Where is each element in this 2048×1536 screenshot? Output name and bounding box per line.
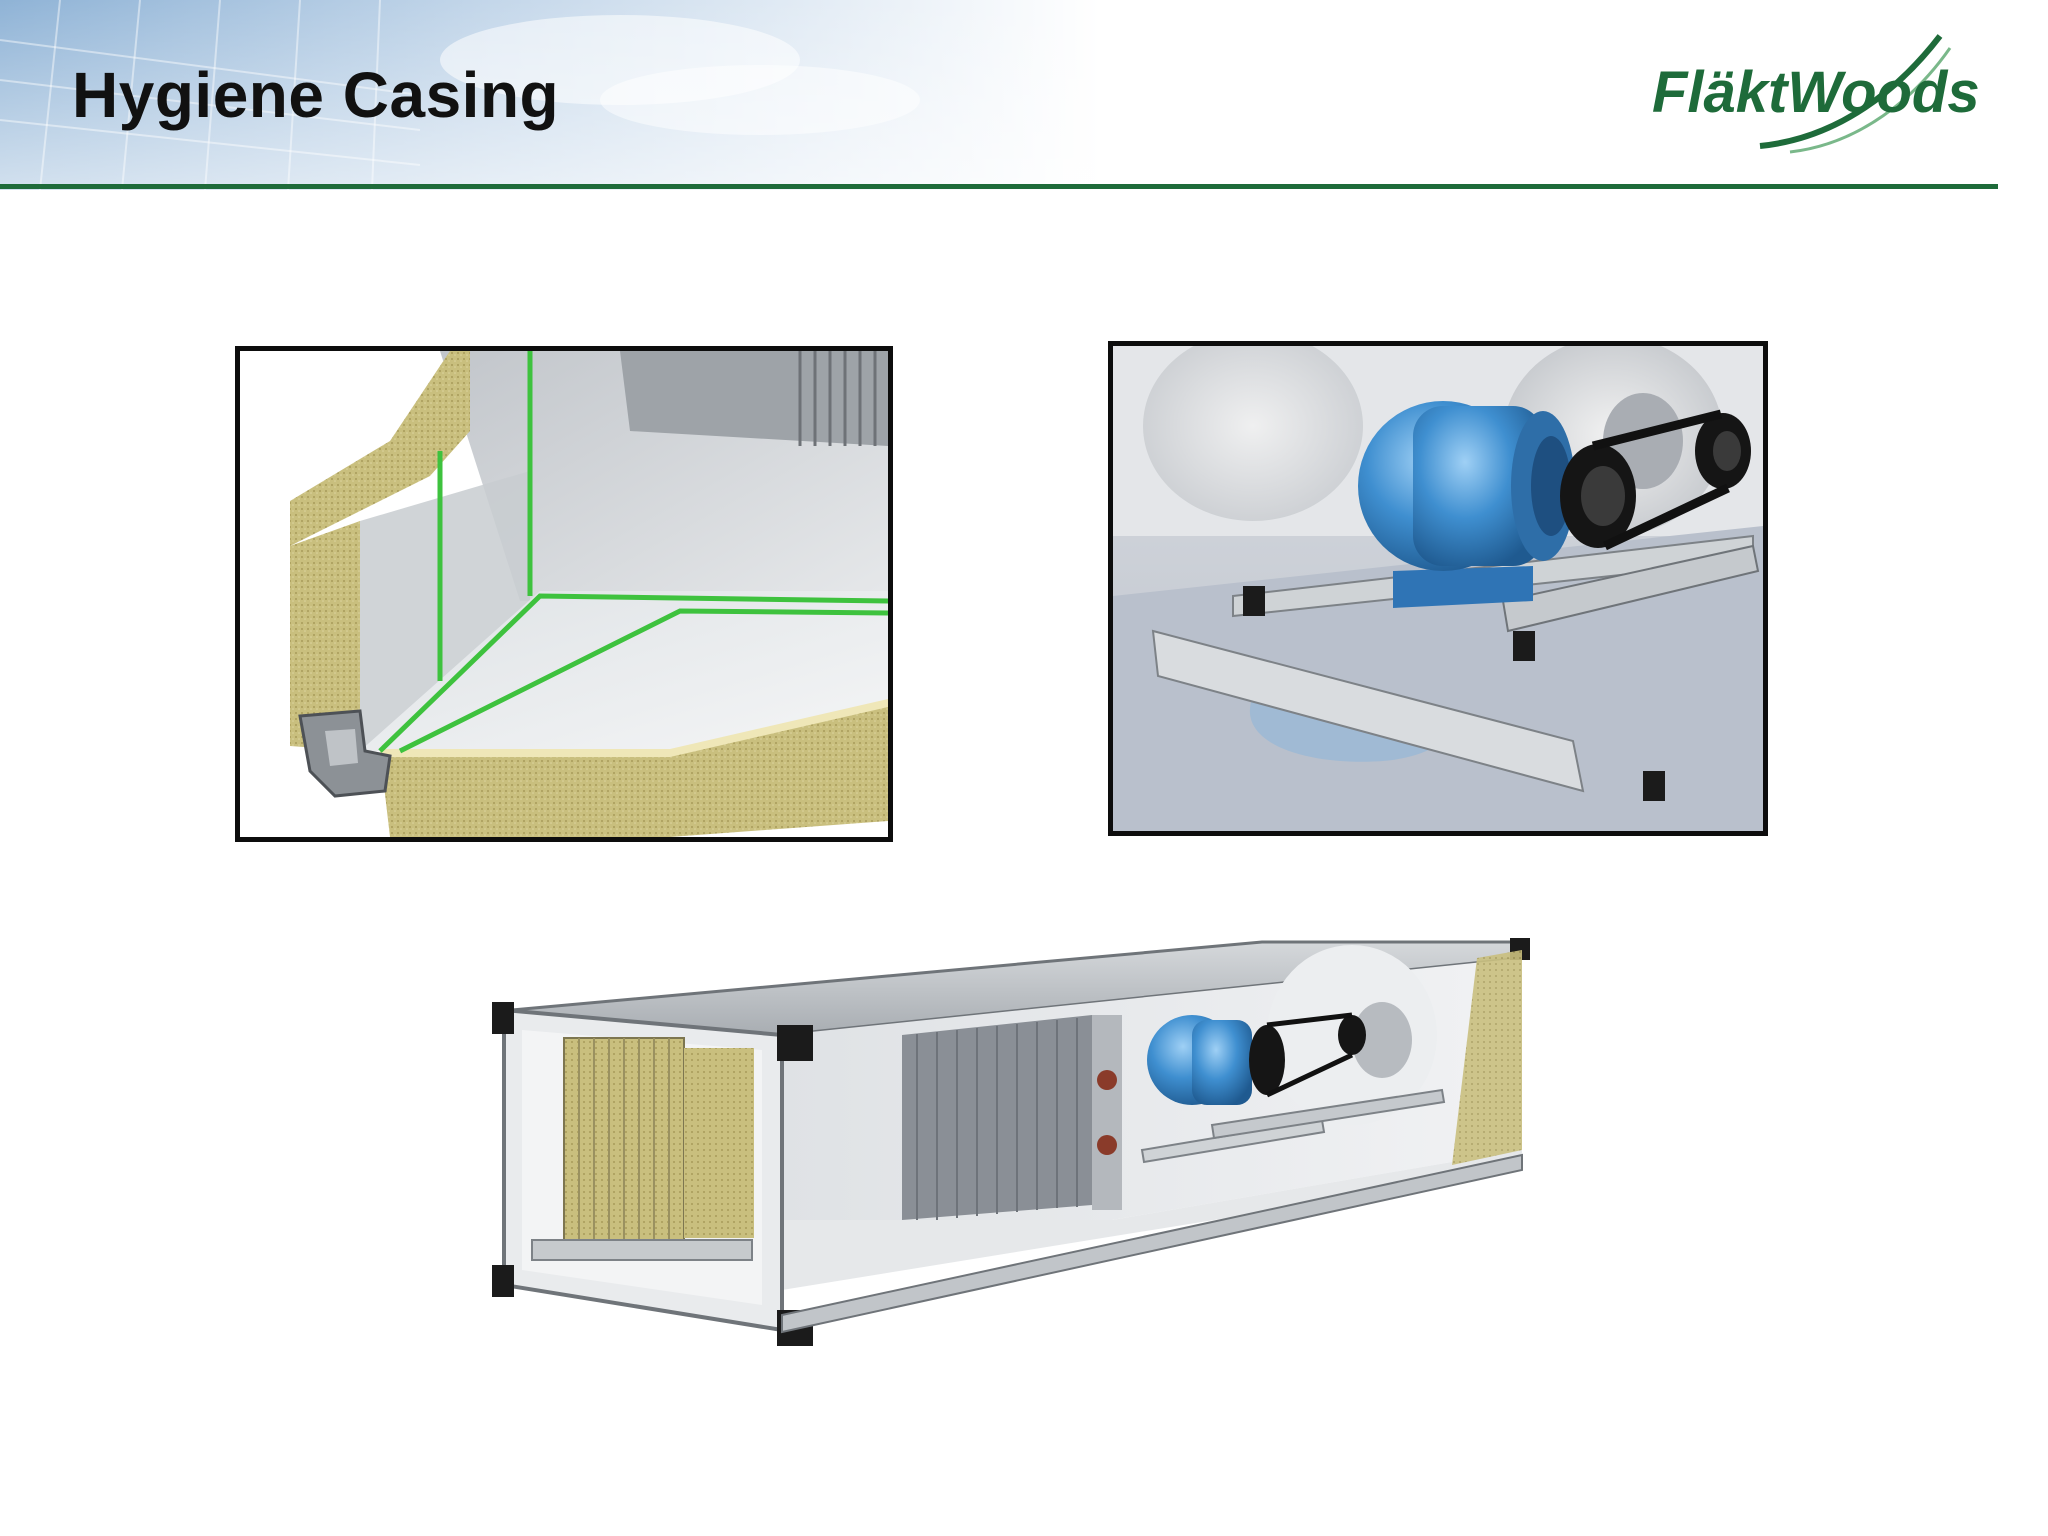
flaktwoods-logo: FläktWoods bbox=[1652, 34, 1980, 154]
header-divider bbox=[0, 184, 1998, 189]
motor-belt-drive-image bbox=[1108, 341, 1768, 836]
motor-belt-drive-illustration bbox=[1113, 346, 1763, 831]
air-handling-unit-image bbox=[492, 920, 1532, 1360]
air-handling-unit-cutaway-illustration bbox=[492, 938, 1530, 1346]
svg-text:FläktWoods: FläktWoods bbox=[1652, 60, 1980, 125]
sky-building-backdrop bbox=[0, 0, 1100, 190]
casing-seal-detail-image bbox=[235, 346, 893, 842]
insulated-panel-seal-illustration bbox=[240, 351, 888, 837]
slide-header: Hygiene Casing FläktWoods bbox=[0, 0, 2048, 200]
slide-title: Hygiene Casing bbox=[72, 59, 560, 131]
